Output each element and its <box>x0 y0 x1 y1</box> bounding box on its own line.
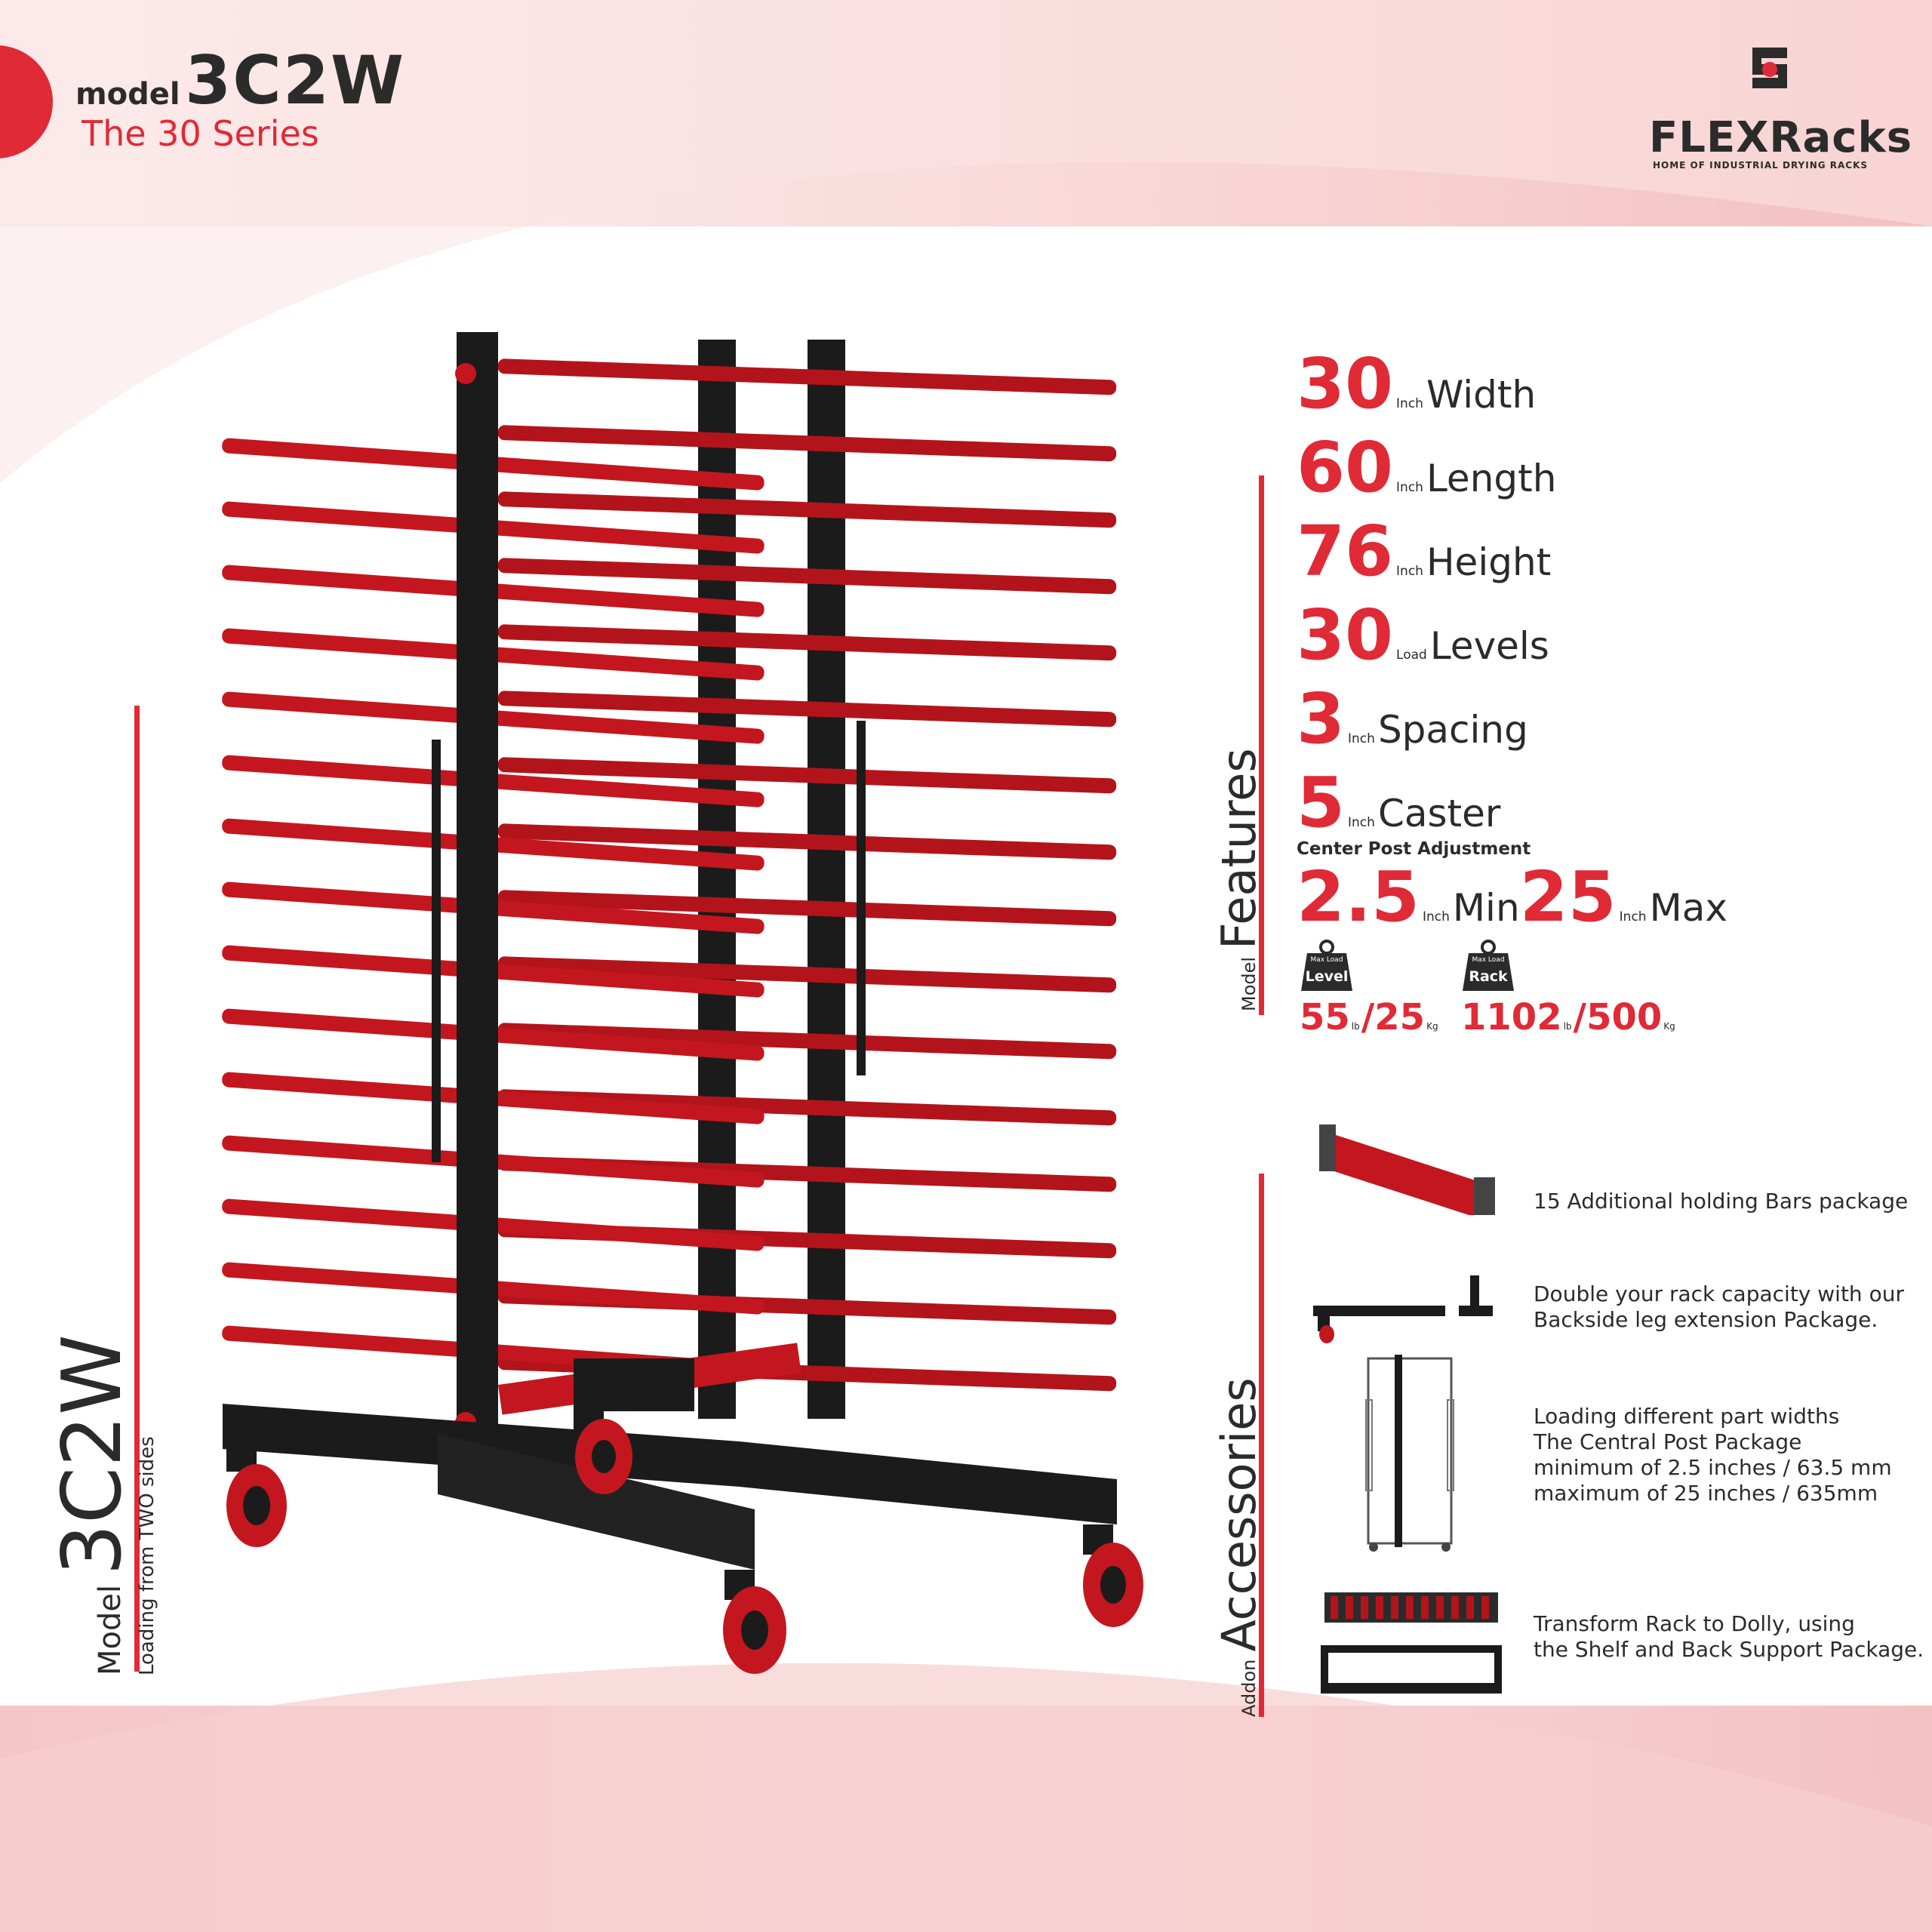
accessory-post-text: Loading different part widths The Centra… <box>1534 1404 1892 1506</box>
rack-bar <box>497 1023 1117 1060</box>
central-post-image <box>1365 1355 1454 1552</box>
side-model-code: 3C2W <box>45 1334 140 1576</box>
rack-bar <box>497 358 1117 395</box>
accessories-heading: Addon Accessories <box>1211 1377 1266 1717</box>
rack-bar <box>497 890 1117 927</box>
accessory-shelf-text: Transform Rack to Dolly, using the Shelf… <box>1534 1611 1924 1662</box>
rack-bar <box>497 1155 1117 1192</box>
rack-bar <box>497 624 1117 661</box>
accessory-leg-text: Double your rack capacity with our Backs… <box>1534 1281 1904 1332</box>
side-model-label: Model 3C2W Loading from TWO sides <box>45 1334 158 1675</box>
bars-package-image <box>1319 1124 1495 1215</box>
rack-bar <box>497 757 1117 794</box>
rack-bar <box>497 491 1117 528</box>
rack-bar <box>497 558 1117 595</box>
logo-tagline: HOME OF INDUSTRIAL DRYING RACKS <box>1653 160 1869 171</box>
rack-illustration <box>222 332 1143 1674</box>
weight-icon: Max Load Level <box>1300 940 1354 996</box>
features-label-big: Features <box>1211 748 1266 949</box>
rack-bar <box>497 691 1117 728</box>
series-name: The 30 Series <box>82 113 319 154</box>
accessories-bar <box>1259 1174 1264 1717</box>
features-bar <box>1259 475 1264 1015</box>
model-code: 3C2W <box>185 42 406 119</box>
accessories-label-small: Addon <box>1238 1659 1260 1717</box>
accessory-bars-text: 15 Additional holding Bars package <box>1534 1189 1909 1214</box>
rack-bar <box>497 956 1117 993</box>
side-model-word: Model <box>93 1584 128 1675</box>
shelf-dolly-image <box>1321 1592 1502 1694</box>
features-label-small: Model <box>1238 956 1260 1011</box>
rack-bar <box>497 1089 1117 1126</box>
side-subtitle: Loading from TWO sides <box>136 1436 158 1675</box>
logo-name: FLEXRacks <box>1649 113 1913 162</box>
leg-extension-image <box>1313 1275 1493 1343</box>
rack-bar <box>497 823 1117 860</box>
center-post-title: Center Post Adjustment <box>1297 839 1531 859</box>
weight-icon: Max Load Rack <box>1461 940 1515 996</box>
accessories-label-big: Accessories <box>1211 1377 1266 1652</box>
rack-bar <box>497 425 1117 462</box>
side-label-bar <box>134 706 140 1672</box>
model-word: model <box>75 77 180 112</box>
flexracks-logo-icon <box>1752 48 1787 88</box>
features-heading: Model Features <box>1211 748 1266 1011</box>
